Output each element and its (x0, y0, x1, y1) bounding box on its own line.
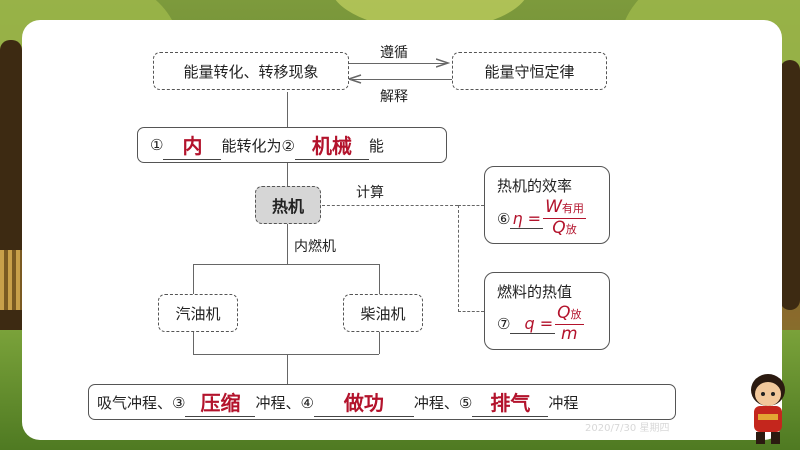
gasoline-engine-label: 汽油机 (175, 304, 221, 323)
heat-released-symbol: Q (557, 303, 571, 323)
heat-value-title: 燃料的热值 (497, 283, 573, 301)
date-watermark: 2020/7/30 星期四 (585, 423, 670, 434)
connector-line (287, 354, 288, 384)
useful-subscript: 有用 (561, 202, 584, 215)
stroke-text-2: 冲程、⑤ (413, 393, 473, 412)
explain-arrow-line (352, 79, 452, 80)
heat-engine-label: 热机 (271, 197, 304, 216)
stroke-text-3: 冲程 (548, 393, 579, 412)
eta-symbol: η = (510, 208, 544, 229)
four-strokes-box: 吸气冲程、③ 压缩 冲程、④ 做功 冲程、⑤ 排气 冲程 (88, 384, 676, 420)
heat-engine-box: 热机 (255, 186, 321, 224)
q-symbol: q = (510, 314, 556, 334)
released-subscript: 放 (570, 308, 582, 321)
answer-1: 内 (163, 130, 222, 160)
energy-phenomena-label: 能量转化、转移现象 (183, 62, 319, 81)
connector-line (287, 162, 288, 186)
energy-conversion-box: ① 内 能转化为② 机械 能 (137, 127, 447, 163)
connector-line (193, 264, 379, 265)
connector-line (379, 332, 380, 354)
energy-suffix: 能 (368, 136, 384, 155)
calc-dashed-line (322, 205, 458, 206)
heat-value-box: 燃料的热值 ⑦ q = Q放 m (484, 272, 610, 350)
connector-line (379, 264, 380, 294)
answer-4: 做功 (313, 387, 414, 417)
energy-phenomena-box: 能量转化、转移现象 (153, 52, 349, 90)
blank-number-1: ① (150, 136, 164, 154)
stroke-text-1: 冲程、④ (255, 393, 314, 412)
conversion-text: 能转化为② (221, 136, 295, 155)
explain-label: 解释 (380, 89, 408, 105)
content-card (22, 20, 782, 440)
answer-5: 排气 (472, 387, 549, 417)
energy-conservation-label: 能量守恒定律 (484, 62, 575, 81)
diesel-engine-box: 柴油机 (343, 294, 423, 332)
blank-number-7: ⑦ (497, 314, 511, 333)
connector-line (287, 92, 288, 130)
released-subscript: 放 (565, 223, 577, 236)
efficiency-box: 热机的效率 ⑥ η = W有用 Q放 (484, 166, 610, 244)
calc-dashed-line (458, 311, 484, 312)
calc-dashed-line (458, 205, 459, 312)
follow-arrow-line (347, 63, 447, 64)
efficiency-formula: W有用 Q放 (543, 198, 586, 239)
answer-2: 机械 (294, 130, 369, 160)
mass-symbol: m (561, 324, 578, 344)
cartoon-mascot-icon (751, 374, 785, 444)
blank-number-6: ⑥ (497, 209, 511, 228)
gasoline-engine-box: 汽油机 (158, 294, 238, 332)
connector-line (193, 332, 194, 354)
heat-value-formula: Q放 m (555, 303, 584, 344)
heat-released-symbol: Q (552, 218, 566, 238)
connector-line (193, 354, 379, 355)
calc-label: 计算 (356, 185, 384, 201)
connector-line (287, 224, 288, 264)
follow-label: 遵循 (380, 45, 408, 61)
useful-work-symbol: W (545, 197, 562, 217)
efficiency-title: 热机的效率 (497, 177, 573, 195)
diesel-engine-label: 柴油机 (360, 304, 406, 323)
energy-conservation-box: 能量守恒定律 (452, 52, 607, 90)
connector-line (193, 264, 194, 294)
arrow-right-icon (436, 58, 450, 68)
answer-3: 压缩 (185, 387, 256, 417)
arrow-left-icon (348, 74, 362, 84)
calc-dashed-line (458, 205, 484, 206)
intake-stroke-text: 吸气冲程、③ (97, 393, 186, 412)
internal-combustion-label: 内燃机 (294, 239, 336, 255)
